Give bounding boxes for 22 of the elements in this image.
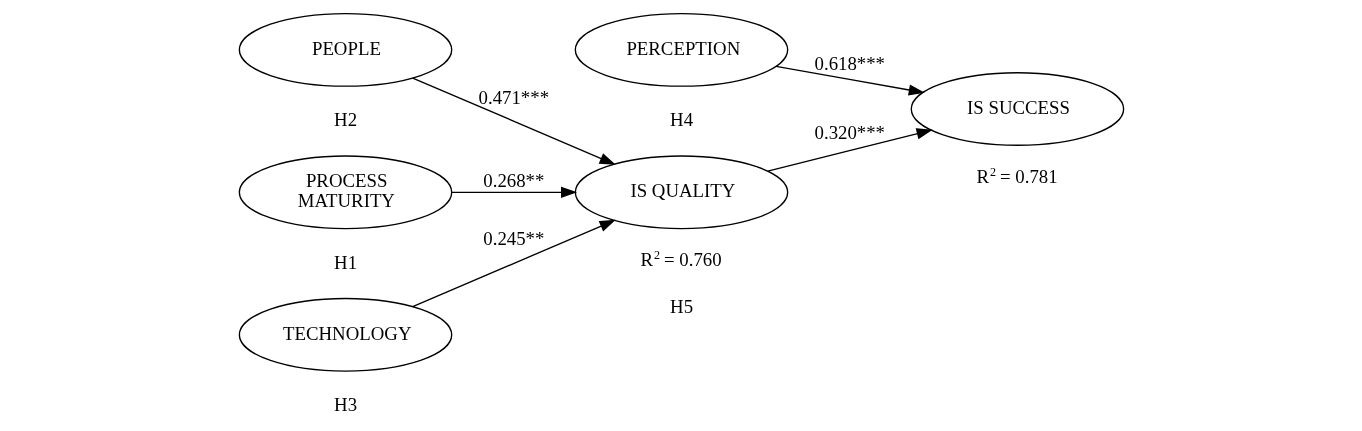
edge-label: 0.618*** [814, 53, 885, 75]
arrow [411, 77, 616, 165]
arrow [766, 128, 933, 172]
arrow [411, 219, 616, 308]
edge-label: 0.320*** [814, 121, 885, 143]
label: H2 [333, 109, 357, 131]
node-ellipse: PROCESS MATURITY [238, 155, 452, 230]
edge-label: 0.245** [482, 228, 544, 249]
label: H3 [333, 393, 357, 415]
edge-label: 0.471*** [478, 86, 549, 108]
node-ellipse: IS SUCCESS [910, 72, 1124, 146]
node-ellipse: PERCEPTION [574, 12, 788, 87]
label: H5 [669, 295, 693, 317]
node-label: R$^{2}$ = 0.781 [975, 164, 1058, 187]
label: H4 [669, 109, 693, 131]
arrow [774, 65, 925, 96]
label: H1 [333, 251, 357, 273]
node-ellipse: TECHNOLOGY [238, 297, 452, 372]
node-label: R$^{2}$ = 0.760 [640, 247, 722, 270]
node-ellipse: PEOPLE [238, 12, 452, 87]
arrow [450, 186, 577, 198]
edge-label: 0.268** [482, 170, 544, 192]
